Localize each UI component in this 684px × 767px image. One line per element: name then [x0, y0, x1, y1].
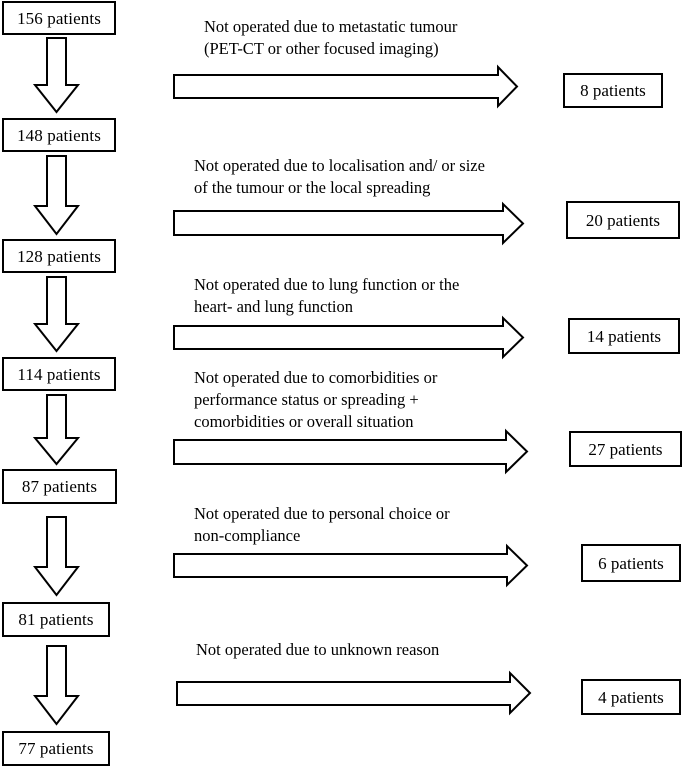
- down-arrow-icon-5: [32, 516, 81, 597]
- node-box-77-patients: 77 patients: [2, 731, 110, 766]
- outcome-box-20-patients: 20 patients: [566, 201, 680, 239]
- outcome-label: 27 patients: [588, 439, 663, 459]
- node-label: 77 patients: [18, 739, 94, 758]
- outcome-label: 4 patients: [598, 687, 664, 707]
- down-arrow-icon-6: [32, 645, 81, 726]
- outcome-box-4-patients: 4 patients: [581, 679, 681, 715]
- right-arrow-icon-1: [173, 64, 519, 109]
- down-arrow-icon-1: [32, 37, 81, 114]
- node-box-128-patients: 128 patients: [2, 239, 116, 273]
- node-label: 128 patients: [17, 246, 101, 266]
- node-box-114-patients: 114 patients: [2, 357, 116, 391]
- outcome-box-14-patients: 14 patients: [568, 318, 680, 354]
- node-box-81-patients: 81 patients: [2, 602, 110, 637]
- down-arrow-icon-3: [32, 276, 81, 353]
- right-arrow-icon-3: [173, 315, 525, 360]
- right-arrow-icon-5: [173, 543, 529, 588]
- outcome-label: 8 patients: [580, 81, 646, 100]
- down-arrow-icon-2: [32, 155, 81, 236]
- exclusion-reason-5: Not operated due to personal choice or n…: [194, 504, 450, 545]
- outcome-label: 6 patients: [598, 553, 664, 573]
- right-arrow-icon-6: [176, 670, 532, 716]
- outcome-box-27-patients: 27 patients: [569, 431, 682, 467]
- outcome-label: 20 patients: [585, 210, 661, 230]
- exclusion-reason-2: Not operated due to localisation and/ or…: [194, 156, 485, 197]
- outcome-box-8-patients: 8 patients: [563, 73, 663, 108]
- exclusion-reason-6: Not operated due to unknown reason: [196, 640, 440, 659]
- right-arrow-icon-2: [173, 201, 525, 246]
- outcome-box-6-patients: 6 patients: [581, 544, 681, 582]
- right-arrow-icon-4: [173, 428, 529, 475]
- node-box-87-patients: 87 patients: [2, 469, 117, 504]
- node-label: 148 patients: [17, 125, 101, 145]
- exclusion-reason-1: Not operated due to metastatic tumour (P…: [204, 17, 458, 58]
- outcome-label: 14 patients: [586, 326, 662, 346]
- node-label: 81 patients: [18, 610, 94, 629]
- node-label: 156 patients: [17, 8, 101, 28]
- node-label: 114 patients: [17, 364, 101, 384]
- down-arrow-icon-4: [32, 394, 81, 466]
- node-box-156-patients: 156 patients: [2, 1, 116, 35]
- node-box-148-patients: 148 patients: [2, 118, 116, 152]
- exclusion-reason-3: Not operated due to lung function or the…: [194, 275, 460, 316]
- node-label: 87 patients: [21, 477, 98, 496]
- exclusion-reason-4: Not operated due to comorbidities or per…: [194, 368, 438, 431]
